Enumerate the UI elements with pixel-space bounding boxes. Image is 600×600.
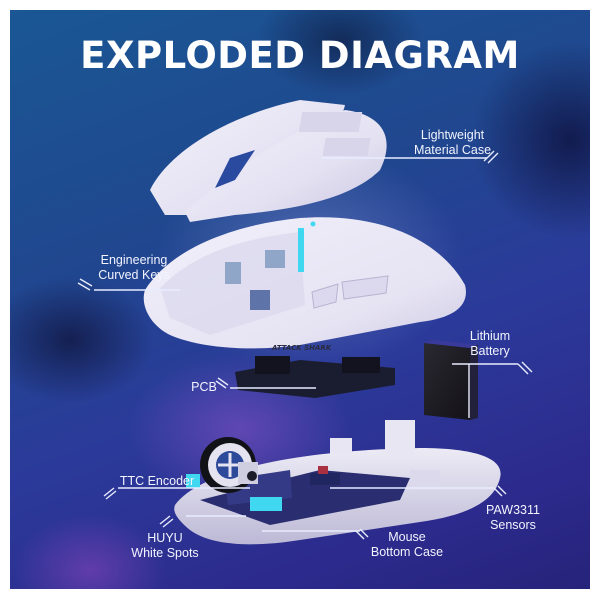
callout-line1: Engineering [100,253,168,267]
callout-line1: PCB [191,380,217,394]
callout-lithium-battery: Lithium Battery [460,329,520,359]
callout-line2: Material Case [413,143,492,157]
callout-line2: Curved Keys [98,268,170,282]
callout-line1: HUYU [147,531,183,545]
callout-engineering-curved-keys: Engineering Curved Keys [84,253,184,283]
callout-line2: White Spots [131,546,199,560]
exploded-mouse-illustration: ATTACK SHARK [77,100,533,545]
diagram-card: EXPLODED DIAGRAM [10,10,590,589]
main-body-part: ATTACK SHARK [143,217,466,352]
callout-line1: Lithium [469,329,511,343]
callout-lightweight-material-case: Lightweight Material Case [390,128,515,158]
callout-line2: Bottom Case [370,545,444,559]
leader-lines [77,150,533,540]
page-title: EXPLODED DIAGRAM [80,34,520,77]
callout-huyu-white-spots: HUYU White Spots [120,531,210,561]
callout-line1: PAW3311 [486,503,540,517]
callout-line2: Sensors [490,518,536,532]
pcb-part [235,356,395,398]
callout-line2: Battery [470,344,510,358]
callout-paw3311-sensors: PAW3311 Sensors [478,503,548,533]
callout-mouse-bottom-case: Mouse Bottom Case [362,530,452,560]
callout-line1: TTC Encoder [119,474,195,488]
callout-line1: Mouse [388,530,426,544]
brand-logo: ATTACK SHARK [271,344,332,352]
callout-line1: Lightweight [420,128,485,142]
callout-ttc-encoder: TTC Encoder [112,474,202,489]
top-shell-part [150,100,387,222]
callout-pcb: PCB [184,380,224,395]
bottom-case-part [174,420,501,545]
